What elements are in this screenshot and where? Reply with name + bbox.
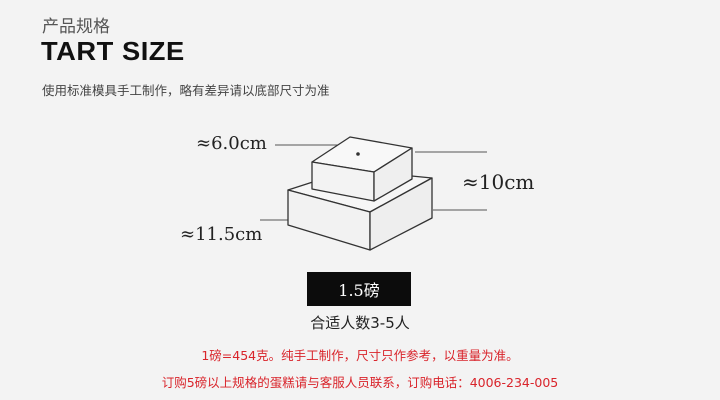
size-description: 使用标准模具手工制作，略有差异请以底部尺寸为准 [42, 83, 330, 98]
section-subtitle: 产品规格 [42, 17, 110, 37]
dimension-guides [260, 144, 487, 221]
bottom-tier-side-face [369, 177, 433, 251]
top-width-label: ≈6.0cm [196, 133, 267, 154]
top-tier-side-face [373, 147, 413, 202]
top-tier [311, 136, 413, 202]
section-title: TART SIZE [41, 36, 185, 66]
bottom-width-label: ≈11.5cm [180, 224, 263, 245]
height-label: ≈10cm [462, 170, 535, 194]
top-center-mark [356, 152, 360, 156]
weight-badge: 1.5磅 [307, 272, 411, 306]
order-note: 订购5磅以上规格的蛋糕请与客服人员联系，订购电话：4006-234-005 [161, 375, 559, 390]
serves-label: 合适人数3-5人 [310, 314, 410, 332]
weight-note: 1磅=454克。纯手工制作，尺寸只作参考，以重量为准。 [201, 348, 519, 363]
